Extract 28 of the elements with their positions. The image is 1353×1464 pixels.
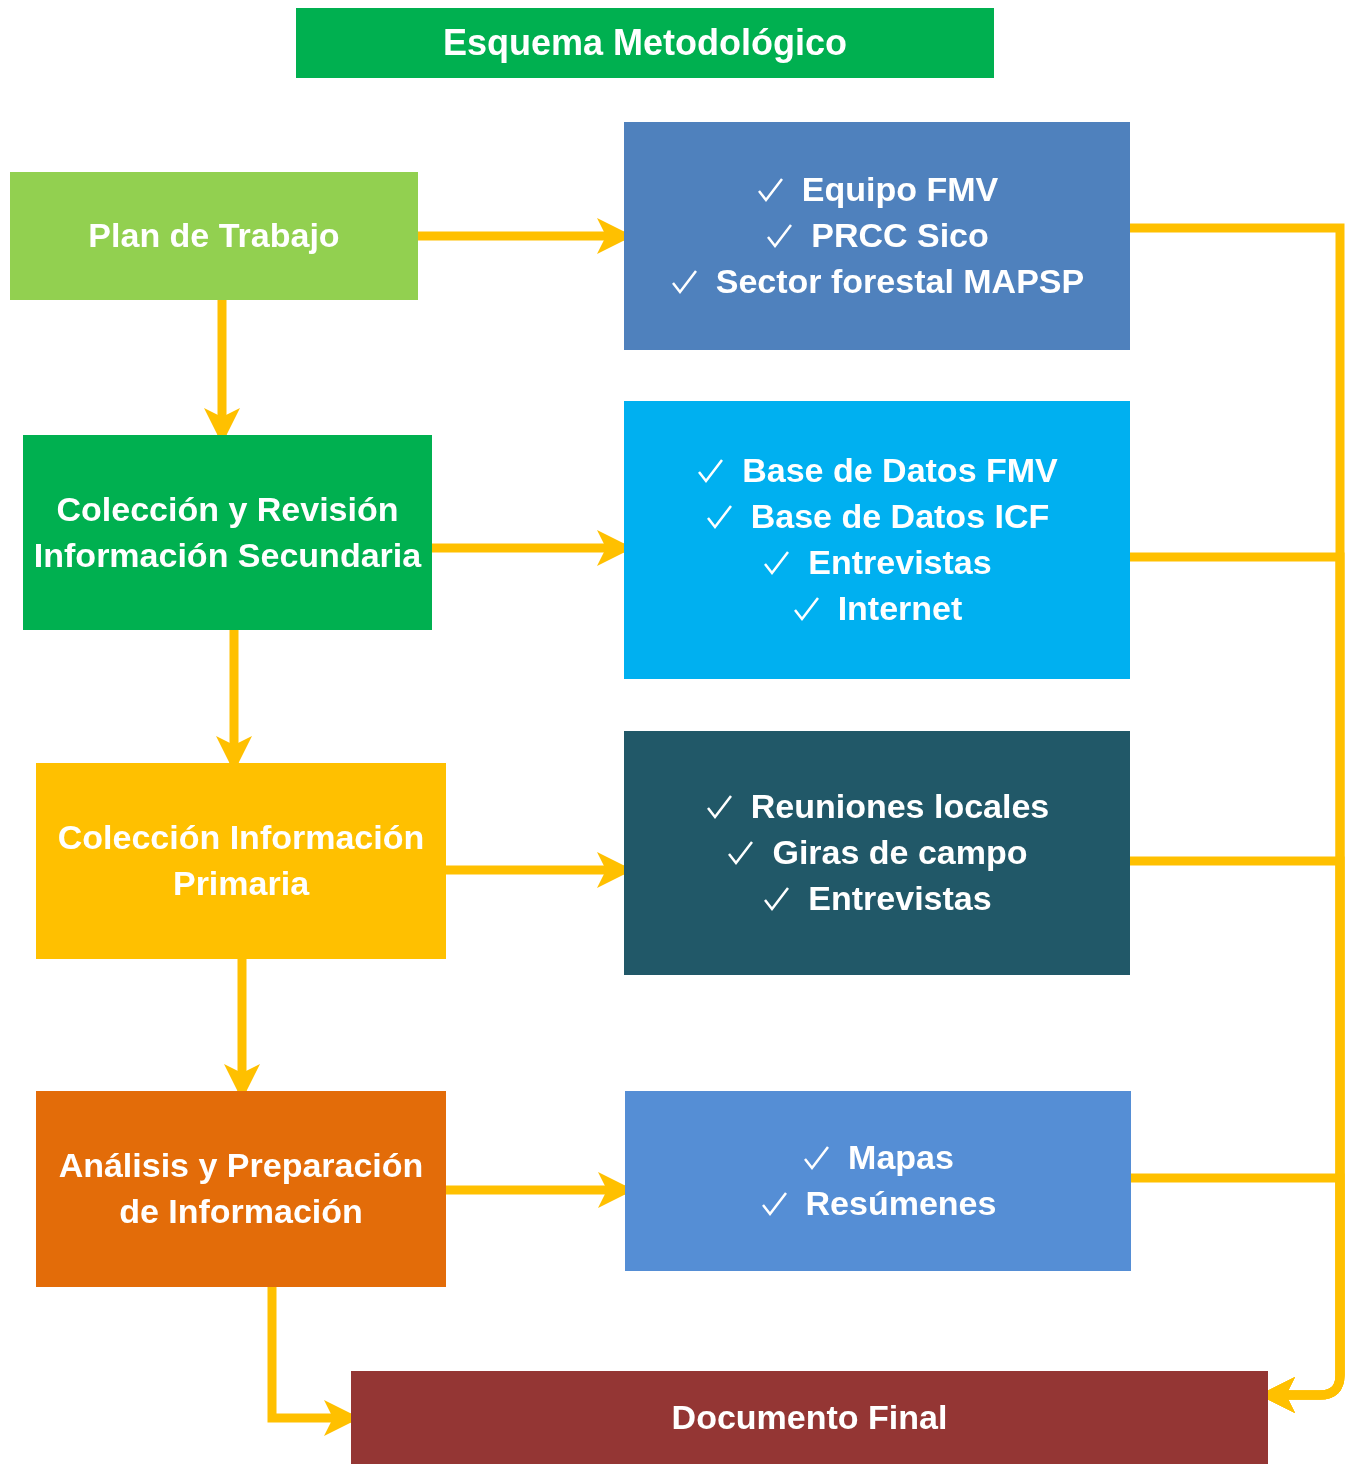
step-label: Análisis y Preparación de Información: [57, 1145, 425, 1232]
process-box: [351, 1371, 1268, 1464]
list-item: Base de Datos ICF: [750, 496, 1050, 538]
list-item: Internet: [837, 587, 963, 629]
list-item: Equipo FMV: [801, 169, 999, 211]
process-box: [36, 763, 446, 959]
checklist-box: [624, 122, 1130, 350]
list-item: Giras de campo: [772, 832, 1028, 874]
step-label: Colección Información Primaria: [56, 817, 426, 904]
arrow: [1131, 1173, 1345, 1413]
checklist-box: [624, 731, 1130, 975]
checklist-box: [625, 1091, 1131, 1271]
list-item: Resúmenes: [805, 1183, 997, 1224]
process-box: [10, 172, 418, 300]
list-item: Entrevistas: [808, 542, 992, 583]
process-box: [23, 435, 432, 630]
step-label: Plan de Trabajo: [88, 215, 340, 257]
list-item: Sector forestal MAPSP: [715, 260, 1085, 302]
title-banner: Esquema Metodológico: [296, 8, 994, 78]
step-label: Documento Final: [671, 1396, 948, 1438]
list-item: Mapas: [848, 1137, 954, 1179]
checklist-box: [624, 401, 1130, 679]
list-item: Entrevistas: [808, 877, 992, 919]
list-item: PRCC Sico: [811, 215, 989, 257]
list-item: Reuniones locales: [750, 786, 1050, 828]
process-box: [36, 1091, 446, 1287]
list-item: Base de Datos FMV: [742, 450, 1058, 492]
step-label: Colección y Revisión Información Secundaria: [33, 488, 422, 576]
